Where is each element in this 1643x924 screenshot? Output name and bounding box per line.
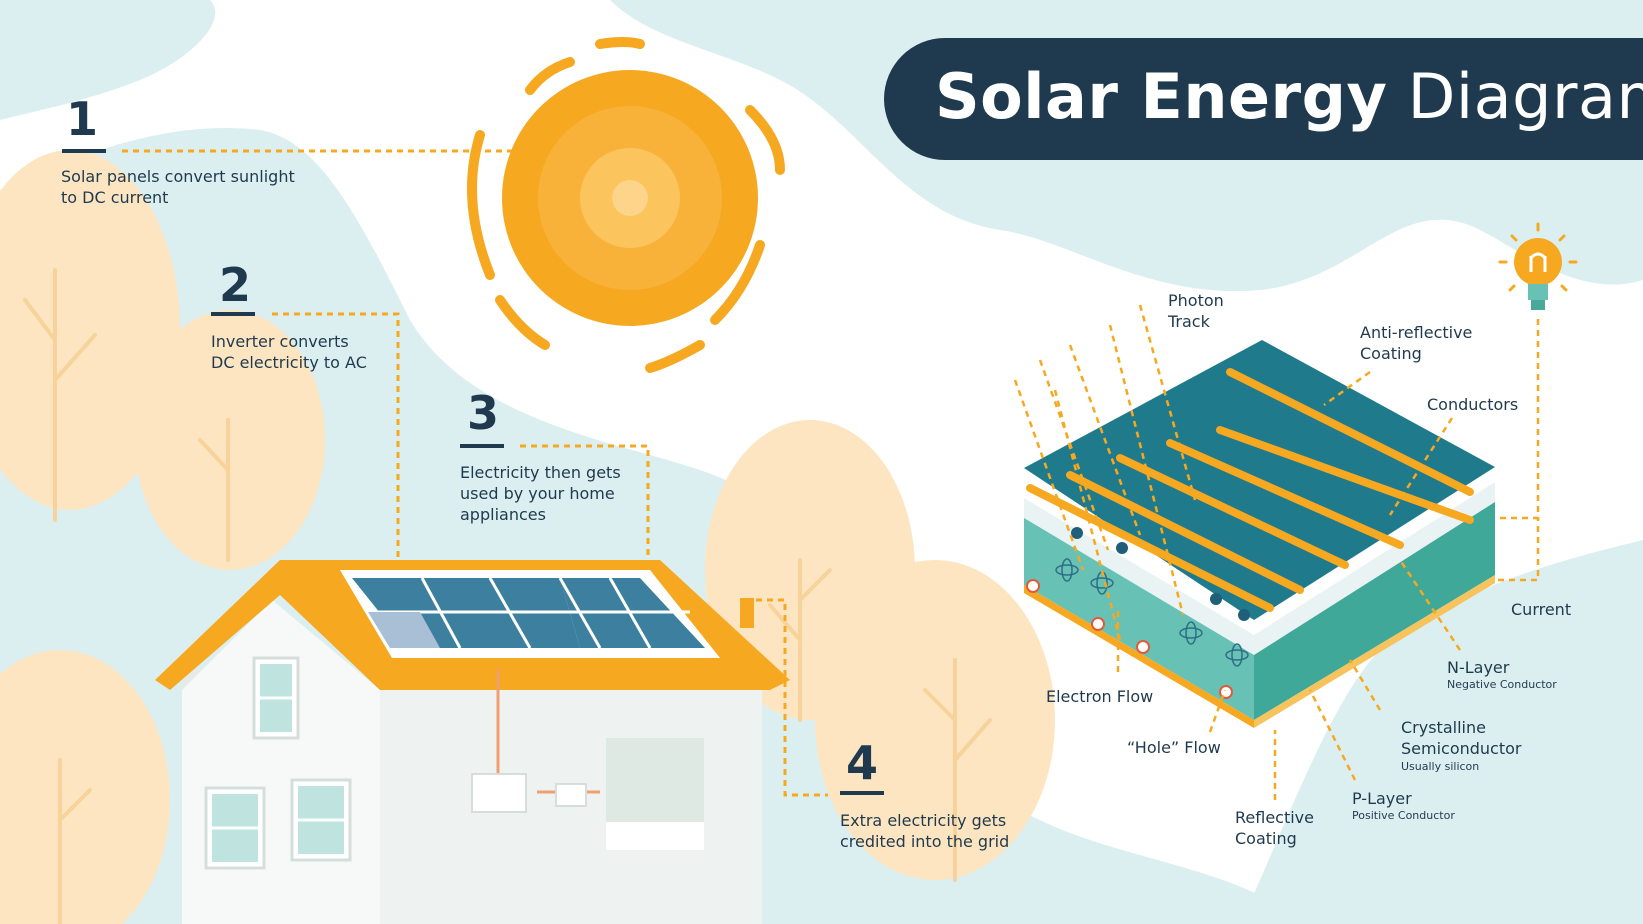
trees — [0, 150, 1055, 924]
label-n-layer-sub: Negative Conductor — [1447, 678, 1557, 691]
solar-cell-cross-section — [1013, 304, 1495, 728]
step-3-underline — [460, 444, 504, 448]
step-1-number: 1 — [66, 92, 99, 146]
inverter-icon — [471, 773, 527, 813]
label-crystalline-semiconductor: Crystalline Semiconductor — [1401, 718, 1522, 758]
page-title: Solar Energy Diagram — [935, 60, 1643, 133]
background-blob-bottom-right — [1240, 540, 1643, 924]
title-bold: Solar Energy — [935, 60, 1388, 133]
title-regular: Diagram — [1407, 60, 1643, 133]
step-4-number: 4 — [846, 736, 879, 790]
label-p-layer: P-Layer — [1352, 789, 1412, 808]
title-banner — [884, 38, 1643, 160]
label-n-layer: N-Layer — [1447, 658, 1510, 677]
label-crystalline-sub: Usually silicon — [1401, 760, 1480, 773]
label-p-layer-sub: Positive Conductor — [1352, 809, 1455, 822]
sun-icon — [467, 37, 785, 373]
label-current: Current — [1511, 600, 1572, 619]
label-anti-reflective-coating: Anti-reflective Coating — [1360, 323, 1473, 363]
tree-trunks — [23, 268, 992, 924]
background-blob-top-left — [0, 0, 216, 120]
label-electron-flow: Electron Flow — [1046, 687, 1154, 706]
label-reflective-coating: Reflective Coating — [1235, 808, 1314, 848]
label-hole-flow: “Hole” Flow — [1127, 738, 1221, 757]
step-2-text: Inverter converts DC electricity to AC — [211, 332, 367, 372]
step-3-text: Electricity then gets used by your home … — [460, 463, 621, 524]
label-photon-track: Photon Track — [1168, 291, 1224, 331]
step-1-underline — [62, 149, 106, 153]
light-bulb-icon — [1498, 222, 1578, 310]
electron-minus-icon — [1071, 527, 1083, 539]
step-4-text: Extra electricity gets credited into the… — [840, 811, 1010, 851]
label-conductors: Conductors — [1427, 395, 1519, 414]
house-icon — [155, 560, 790, 924]
step-2-underline — [211, 312, 255, 316]
step-2-number: 2 — [219, 258, 252, 312]
step-4-underline — [840, 791, 884, 795]
step-1-text: Solar panels convert sunlight to DC curr… — [61, 167, 295, 207]
leader-lines-cell — [1116, 318, 1540, 800]
atom-icon — [1055, 558, 1249, 667]
step-3-number: 3 — [467, 386, 500, 440]
